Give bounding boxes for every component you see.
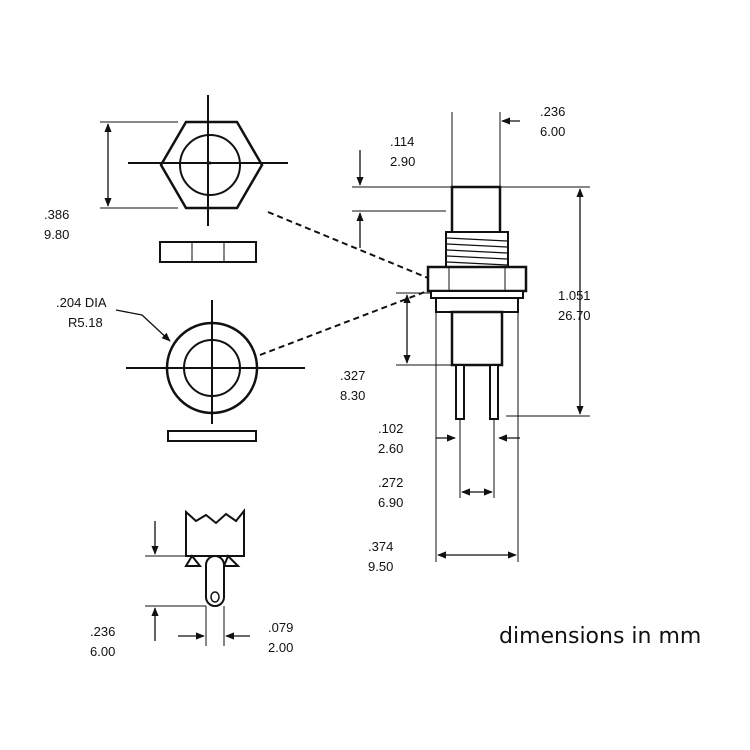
pin-spacing-dimension: .272 6.90: [378, 475, 493, 510]
nut-bore-callout: .204 DIA R5.18: [56, 295, 171, 342]
nut-bore-inch: .204 DIA: [56, 295, 107, 310]
flange-width-mm: 9.50: [368, 559, 393, 574]
overall-height-dimension: 1.051 26.70: [500, 186, 591, 417]
overall-height-mm: 26.70: [558, 308, 591, 323]
pin-spacing-mm: 6.90: [378, 495, 403, 510]
pin-width-dimension: .102 2.60: [378, 421, 520, 456]
overall-height-inch: 1.051: [558, 288, 591, 303]
nut-side-profile: [159, 241, 257, 263]
cap-width-dimension: .236 6.00: [451, 104, 565, 187]
cap-width-mm: 6.00: [540, 124, 565, 139]
flange-width-inch: .374: [368, 539, 393, 554]
terminal-detail: [184, 508, 245, 607]
cap-width-inch: .236: [540, 104, 565, 119]
nut-flats-mm: 9.80: [44, 227, 69, 242]
flange-width-dimension: .374 9.50: [368, 539, 517, 574]
terminal-length-dimension: .236 6.00: [90, 521, 206, 659]
terminal-width-mm: 2.00: [268, 640, 293, 655]
dimensions-caption: dimensions in mm: [499, 624, 701, 649]
terminal-length-mm: 6.00: [90, 644, 115, 659]
nut-flats-inch: .386: [44, 207, 69, 222]
terminal-width-dimension: .079 2.00: [178, 606, 293, 655]
switch-side-view: [426, 185, 528, 420]
washer-top-view: [126, 300, 305, 424]
washer-assembly-leader: [259, 289, 431, 356]
cap-height-dimension: .114 2.90: [352, 134, 452, 248]
cap-height-inch: .114: [390, 134, 414, 149]
pin-width-inch: .102: [378, 421, 403, 436]
pin-spacing-inch: .272: [378, 475, 403, 490]
nut-flats-dimension: .386 9.80: [44, 121, 178, 242]
nut-assembly-leader: [267, 211, 429, 279]
hex-nut-top-view: [128, 95, 288, 226]
pin-width-mm: 2.60: [378, 441, 403, 456]
washer-side-profile: [167, 430, 257, 442]
nut-bore-mm: R5.18: [68, 315, 103, 330]
cap-height-mm: 2.90: [390, 154, 415, 169]
terminal-width-inch: .079: [268, 620, 293, 635]
terminal-length-inch: .236: [90, 624, 115, 639]
body-height-dimension: .327 8.30: [340, 292, 452, 403]
body-height-inch: .327: [340, 368, 365, 383]
body-height-mm: 8.30: [340, 388, 365, 403]
